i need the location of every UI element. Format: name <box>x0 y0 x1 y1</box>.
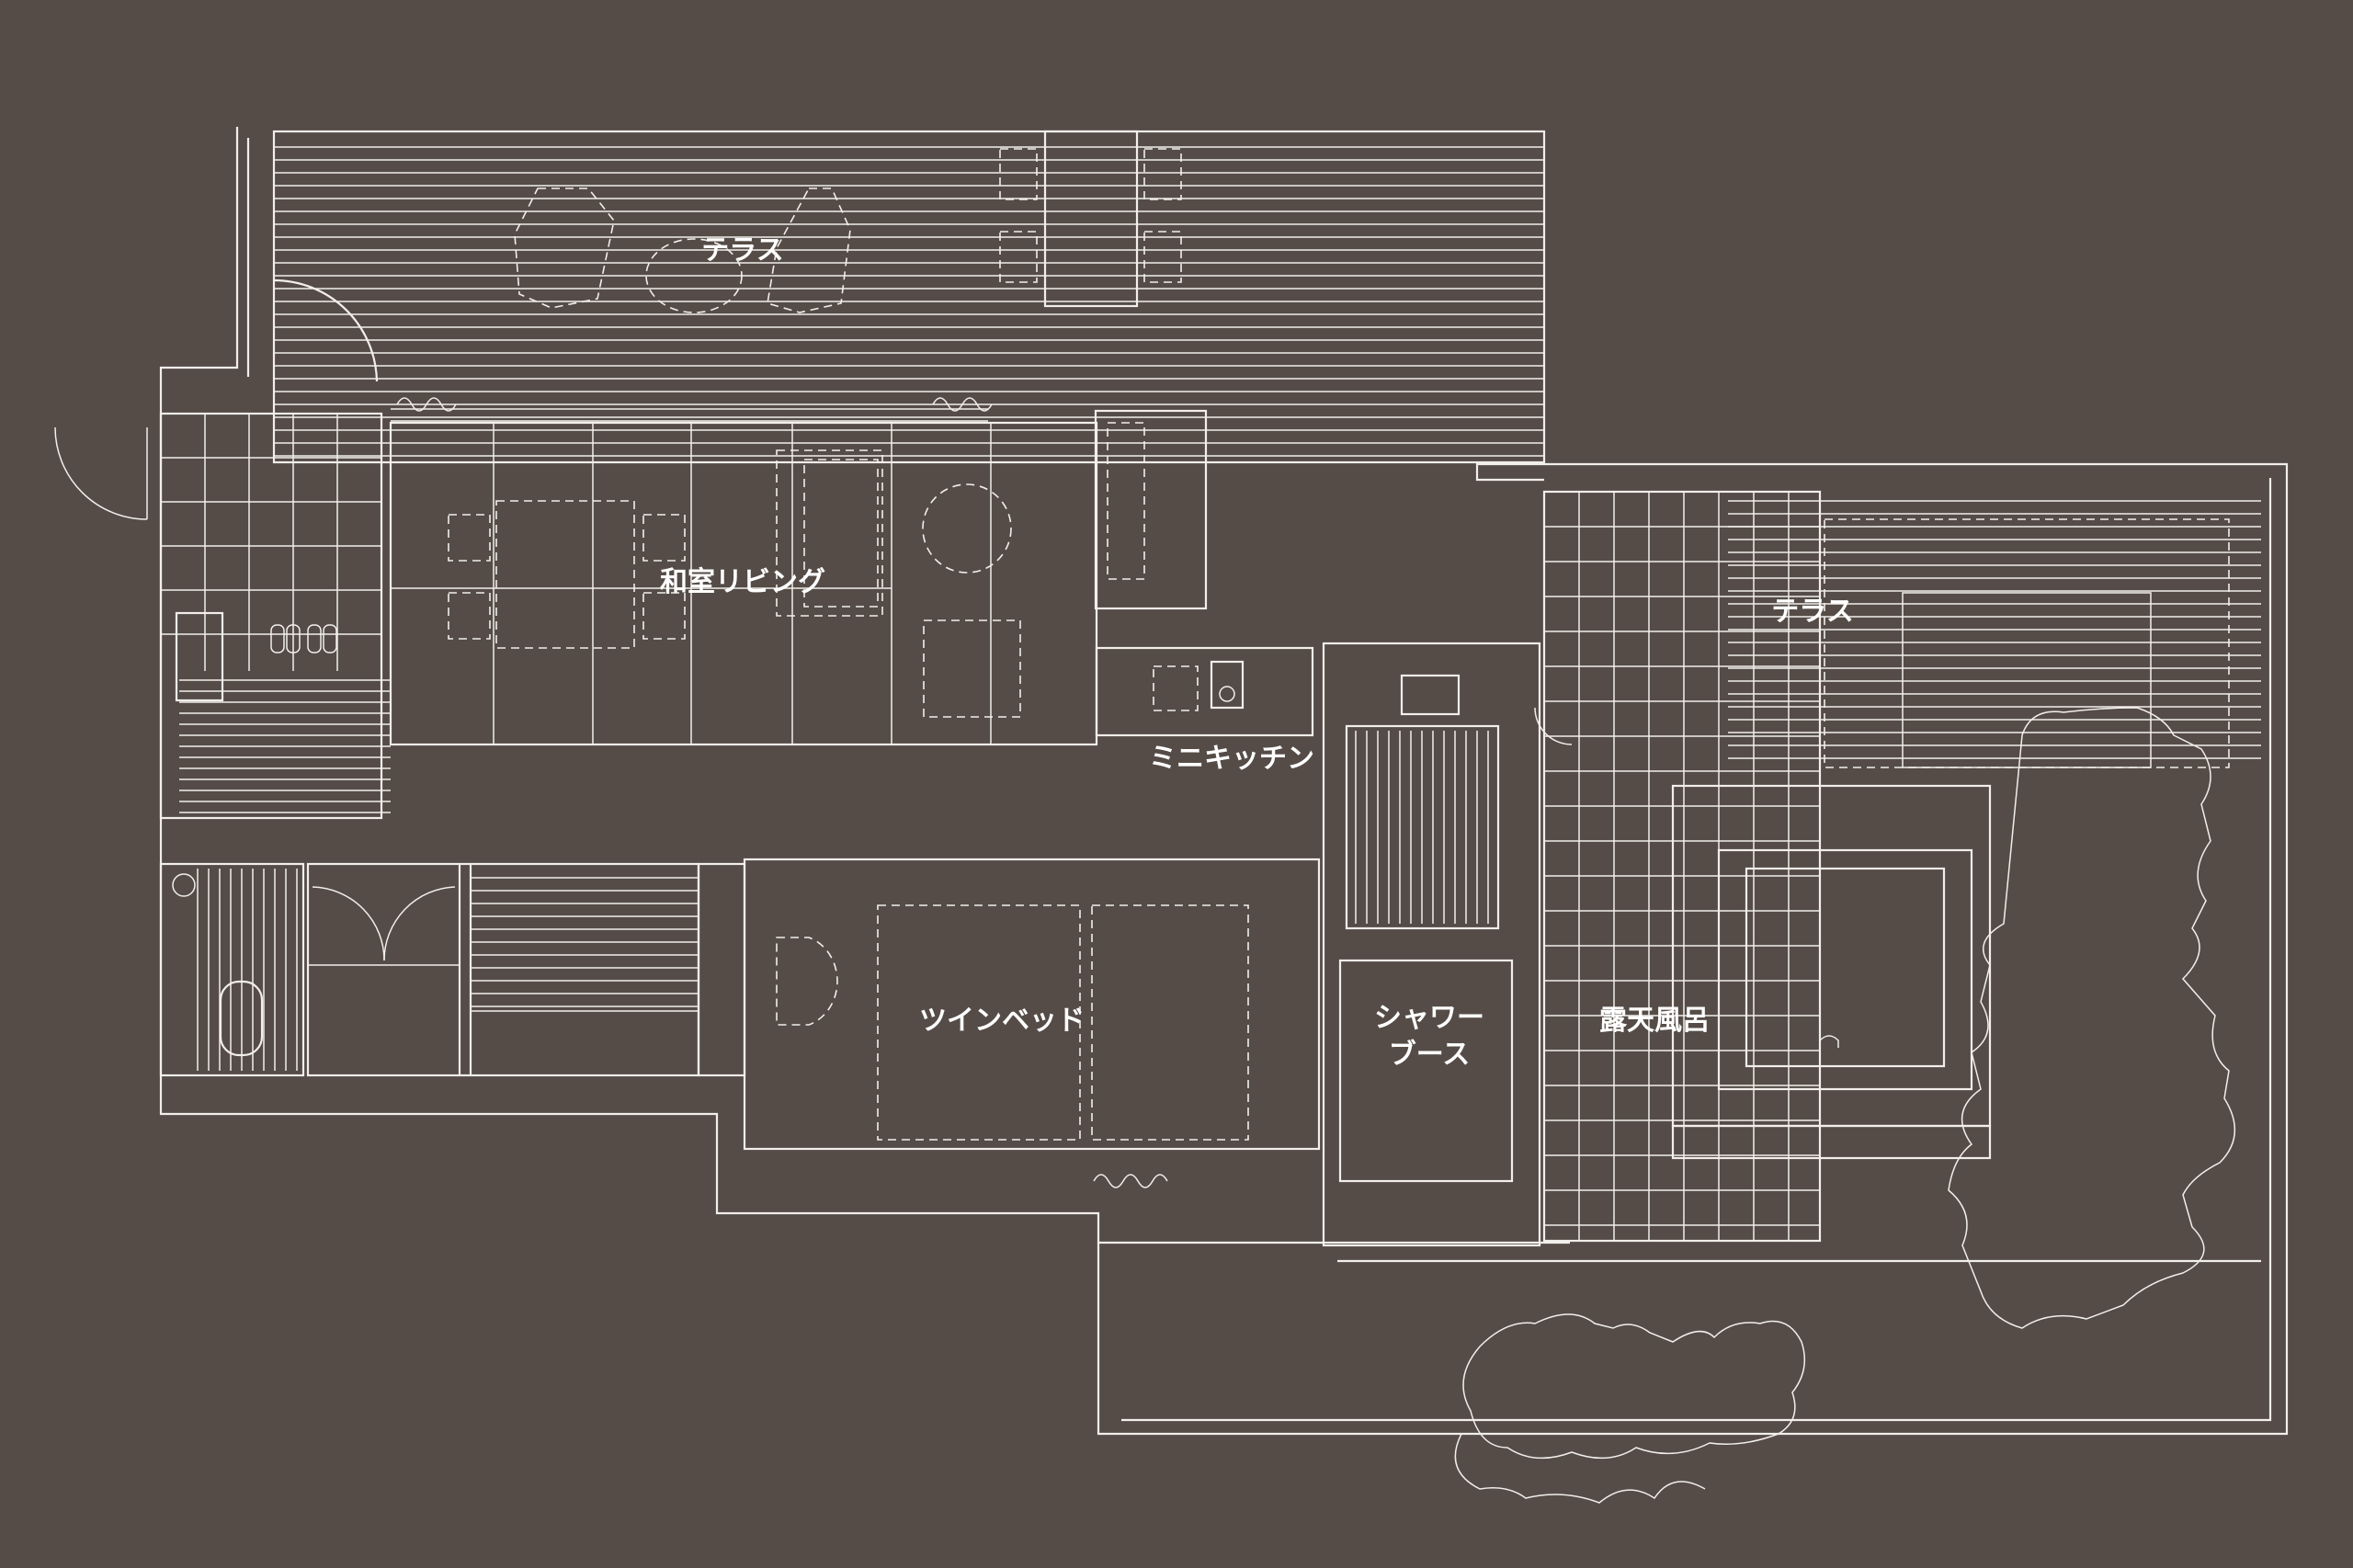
shower-booth <box>1338 959 1514 1183</box>
floor-chair <box>642 514 686 562</box>
terrace-table <box>1043 130 1139 308</box>
terrace-door-swing <box>273 278 379 382</box>
terrace-bench-slats <box>1902 592 2152 768</box>
entrance <box>54 278 391 820</box>
label-washitsu-living: 和室リビング <box>660 566 825 598</box>
mini-kitchen <box>1095 646 1314 737</box>
toilet <box>219 980 264 1057</box>
label-terrace-north: テラス <box>701 234 783 267</box>
open-air-bath <box>1671 784 1992 1160</box>
bathtub <box>1745 867 1946 1068</box>
north-terrace-deck <box>272 130 1546 464</box>
round-table <box>922 483 1012 574</box>
closet-hangers <box>1107 422 1145 580</box>
bed <box>1091 904 1249 1141</box>
floor-chair <box>642 592 686 640</box>
terrace-chair <box>1143 231 1182 283</box>
closet <box>1094 409 1208 610</box>
room-labels: テラス 和室リビング ミニキッチン ツインベッド シャワー ブース 露天風呂 テ… <box>660 234 1854 1071</box>
shoe-cabinet <box>175 611 224 702</box>
label-mini-kitchen: ミニキッチン <box>1149 743 1314 775</box>
entry-door-swing <box>54 426 148 520</box>
low-table <box>495 500 635 649</box>
armchair <box>923 619 1021 718</box>
bed <box>877 904 1081 1141</box>
building-outline <box>159 127 2289 1436</box>
desk <box>697 862 746 1077</box>
stove <box>1153 665 1199 711</box>
slippers <box>270 624 337 653</box>
terrace-lounger <box>767 187 851 313</box>
shower-area <box>1322 642 1573 1247</box>
sliding-door-grille <box>396 397 993 412</box>
garden-landscape <box>1454 707 2235 1504</box>
toilet-room <box>159 862 305 1077</box>
terrace-chair <box>1143 148 1182 200</box>
terrace-chair <box>999 148 1038 200</box>
terrace-side-table <box>645 238 743 313</box>
floor-chair <box>448 592 491 640</box>
floor-chair <box>448 514 491 562</box>
terrace-lounger <box>514 187 615 309</box>
label-terrace-east: テラス <box>1771 596 1853 628</box>
washitsu-living <box>389 397 1208 746</box>
bath-deck <box>1542 490 1822 1243</box>
bedside-chair <box>776 937 838 1026</box>
east-terrace <box>1728 500 2261 768</box>
terrace-bench <box>1824 518 2230 768</box>
sink <box>1210 660 1245 710</box>
label-open-air-bath: 露天風呂 <box>1599 1005 1710 1037</box>
sofa <box>776 449 883 617</box>
wardrobe-area <box>306 862 700 1077</box>
label-shower-booth-line1: シャワー <box>1374 1002 1484 1034</box>
terrace-chair <box>999 231 1038 283</box>
vanity-sink <box>1400 674 1461 716</box>
label-twin-bed: ツインベッド <box>919 1005 1085 1037</box>
wash-basin <box>172 873 196 897</box>
label-shower-booth-line2: ブース <box>1389 1039 1471 1071</box>
